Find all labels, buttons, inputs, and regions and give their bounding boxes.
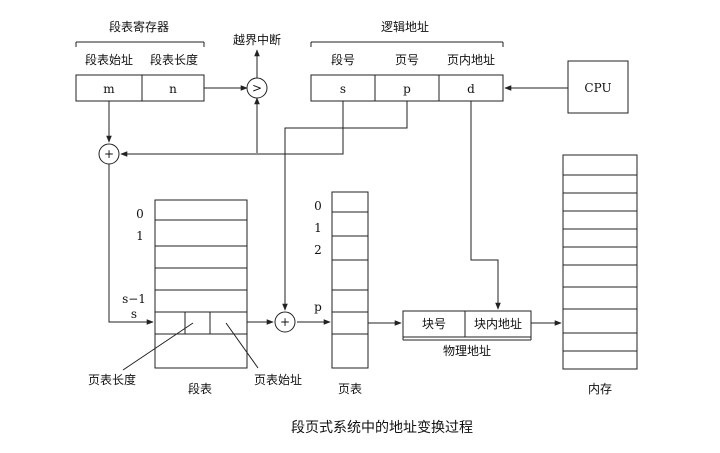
page-row-2-label: 2 <box>314 243 322 257</box>
block-number-field: 块号 <box>422 317 446 331</box>
memory-title: 内存 <box>588 382 612 396</box>
logical-value-p: p <box>403 82 411 96</box>
cpu-box: CPU <box>504 60 629 114</box>
page-table-length-callout: 页表长度 <box>88 372 136 387</box>
segment-register-title: 段表寄存器 <box>109 19 169 34</box>
physical-address-title: 物理地址 <box>443 344 491 358</box>
segment-table-title: 段表 <box>188 381 212 396</box>
page-row-0-label: 0 <box>314 199 322 213</box>
block-offset-field: 块内地址 <box>474 317 522 331</box>
segment-row-0-label: 0 <box>136 207 144 221</box>
page-row-1-label: 1 <box>314 221 322 235</box>
figure-caption: 段页式系统中的地址变换过程 <box>291 419 473 436</box>
segment-table-length-label: 段表长度 <box>150 52 198 67</box>
compare-symbol: > <box>252 81 262 95</box>
logical-value-s: s <box>340 82 346 96</box>
adder-symbol-1: + <box>104 147 114 161</box>
segment-row-s-label: s <box>131 307 137 321</box>
logical-address: 逻辑地址 段号 页号 页内地址 s p d <box>310 20 504 102</box>
register-value-n: n <box>169 82 177 96</box>
segment-table-base-label: 段表始址 <box>85 52 133 67</box>
page-table-base-callout: 页表始址 <box>254 373 302 387</box>
segment-table: 0 1 s−1 s 段表 页表长度 页表始址 <box>88 199 302 396</box>
overflow-comparator: 越界中断 > <box>204 32 281 153</box>
segment-row-s-minus-1-label: s−1 <box>122 292 146 306</box>
cpu-label: CPU <box>584 81 611 95</box>
logical-value-d: d <box>467 82 475 96</box>
memory: 内存 <box>562 154 638 396</box>
segment-number-label: 段号 <box>331 52 355 67</box>
page-row-p-label: p <box>314 300 322 314</box>
adder-symbol-2: + <box>280 315 290 329</box>
segment-table-register: 段表寄存器 段表始址 段表长度 m n <box>75 19 205 102</box>
register-value-m: m <box>103 82 115 96</box>
overflow-interrupt-label: 越界中断 <box>233 32 281 47</box>
segment-row-1-label: 1 <box>136 229 144 243</box>
physical-address: 块号 块内地址 物理地址 <box>402 101 562 358</box>
adder-page-table: + <box>247 101 408 333</box>
page-table: 0 1 2 p 页表 <box>314 191 402 396</box>
page-table-title: 页表 <box>338 382 362 396</box>
adder-segment-base: + <box>98 101 344 325</box>
page-number-label: 页号 <box>395 53 419 67</box>
page-offset-label: 页内地址 <box>447 53 495 67</box>
logical-address-title: 逻辑地址 <box>381 20 429 34</box>
